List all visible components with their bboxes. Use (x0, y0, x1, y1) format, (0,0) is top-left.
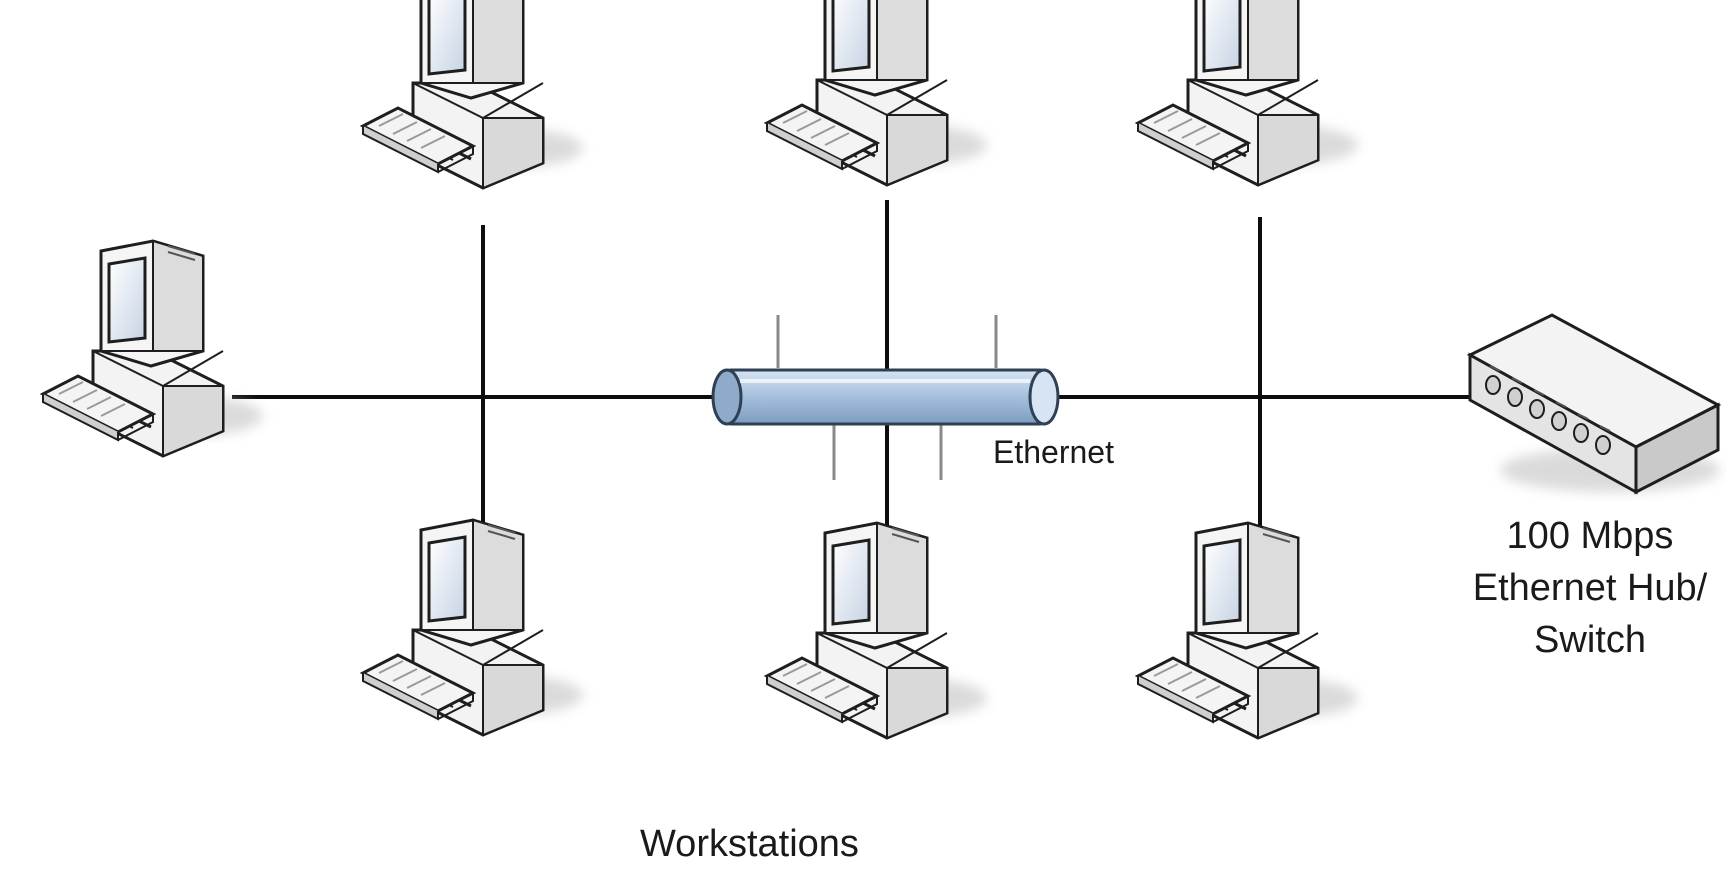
hub-label: 100 Mbps Ethernet Hub/ Switch (1440, 510, 1727, 666)
hub-label-line: Switch (1534, 619, 1646, 661)
network-hub-icon (1466, 313, 1722, 495)
workstation-icon (767, 523, 987, 738)
hub-label-line: Ethernet Hub/ (1472, 567, 1708, 609)
workstation-icon (1138, 0, 1358, 185)
workstation-icon (1138, 523, 1358, 738)
workstation-icon (43, 241, 263, 456)
workstations-label: Workstations (640, 823, 859, 865)
workstation-icon (363, 520, 583, 735)
hub-label-line: 100 Mbps (1506, 515, 1674, 557)
ethernet-segment (711, 315, 1060, 480)
ethernet-label: Ethernet (993, 434, 1114, 470)
workstation-icon (363, 0, 583, 188)
workstation-icon (767, 0, 987, 185)
ethernet-tube (725, 368, 1046, 426)
cabling (232, 200, 1470, 570)
